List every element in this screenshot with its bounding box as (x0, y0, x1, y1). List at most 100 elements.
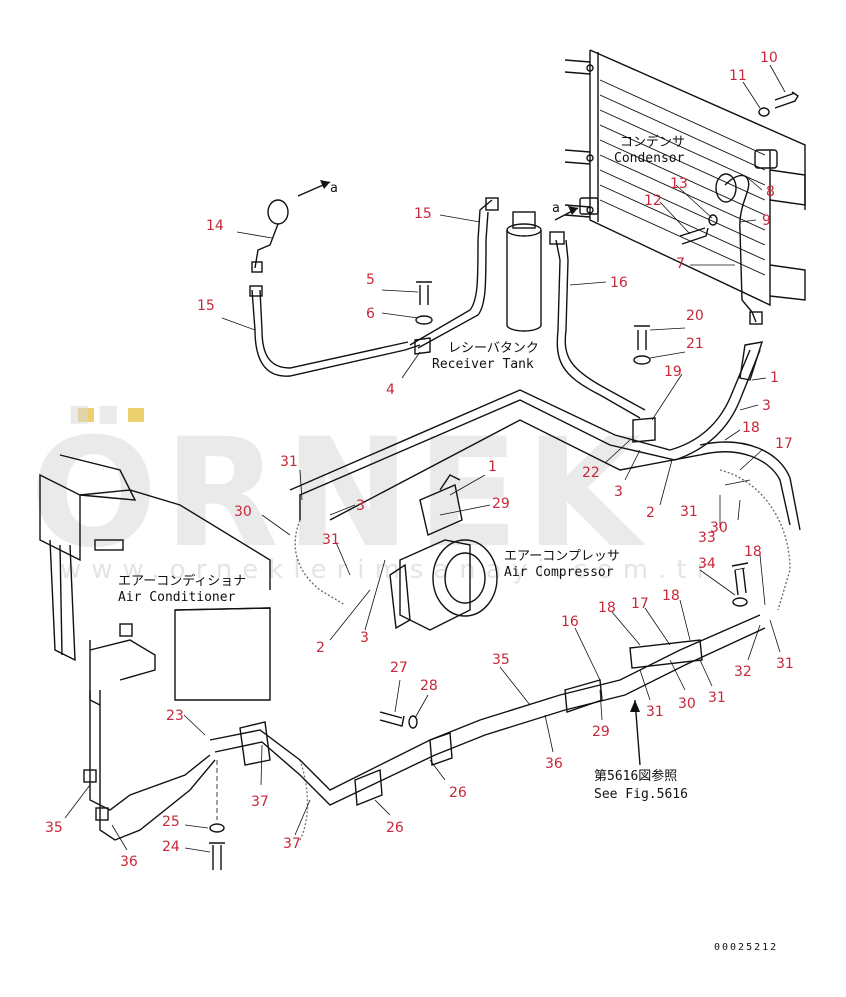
callout-25[interactable]: 25 (162, 814, 180, 830)
callout-19[interactable]: 19 (664, 364, 682, 380)
callout-2-left[interactable]: 2 (316, 640, 325, 656)
hose-36 (214, 627, 766, 806)
callout-1-mid[interactable]: 1 (488, 459, 497, 475)
callout-23[interactable]: 23 (166, 708, 184, 724)
hose-36-left (99, 690, 216, 841)
callout-36-left[interactable]: 36 (120, 854, 138, 870)
callout-24[interactable]: 24 (162, 839, 180, 855)
callout-29-top[interactable]: 29 (492, 496, 510, 512)
bracket-19 (632, 417, 656, 443)
washer-13 (708, 214, 718, 226)
callout-35-mid[interactable]: 35 (492, 652, 510, 668)
callout-18-mid[interactable]: 18 (598, 600, 616, 616)
callout-30-left[interactable]: 30 (234, 504, 252, 520)
hose-16-top (555, 239, 641, 419)
callout-14[interactable]: 14 (206, 218, 224, 234)
hose-2 (329, 419, 791, 526)
callout-28[interactable]: 28 (420, 678, 438, 694)
callout-30-bottom[interactable]: 30 (678, 696, 696, 712)
callout-26-bottom[interactable]: 26 (386, 820, 404, 836)
receiver-tank (506, 211, 542, 332)
compressor-jp: エアーコンプレッサ (504, 549, 620, 564)
view-a-top: a (330, 181, 338, 196)
callout-31-bottom-right[interactable]: 31 (708, 690, 726, 706)
callout-3-lower[interactable]: 3 (360, 630, 369, 646)
view-a-condenser: a (552, 201, 560, 216)
see-fig-en: See Fig.5616 (594, 787, 688, 802)
callout-21[interactable]: 21 (686, 336, 704, 352)
watermark-accent-left (78, 408, 94, 422)
callout-36-mid[interactable]: 36 (545, 756, 563, 772)
compressor-en: Air Compressor (504, 565, 614, 580)
callout-33[interactable]: 33 (698, 530, 716, 546)
callout-8[interactable]: 8 (766, 184, 775, 200)
callout-13[interactable]: 13 (670, 176, 688, 192)
callout-1-right[interactable]: 1 (770, 370, 779, 386)
callout-20[interactable]: 20 (686, 308, 704, 324)
washer-11 (758, 107, 770, 117)
callout-31-far-right[interactable]: 31 (776, 656, 794, 672)
condenser (564, 49, 806, 307)
hose-15-right (409, 199, 493, 346)
hose-15-left (251, 289, 421, 377)
callout-29-bottom[interactable]: 29 (592, 724, 610, 740)
fitting-14 (267, 199, 289, 225)
conditioner-en: Air Conditioner (118, 590, 236, 605)
callout-31-midright[interactable]: 31 (680, 504, 698, 520)
bolt-12 (679, 227, 709, 245)
callout-5[interactable]: 5 (366, 272, 375, 288)
receiver-jp: レシーバタンク (448, 341, 539, 356)
watermark-url: www.orneklerimsanayi.com.tr (60, 555, 717, 585)
callout-17-right[interactable]: 17 (775, 436, 793, 452)
callout-17-bottom[interactable]: 17 (631, 596, 649, 612)
condenser-en: Condensor (614, 151, 685, 166)
callout-27[interactable]: 27 (390, 660, 408, 676)
callout-6[interactable]: 6 (366, 306, 375, 322)
callout-35-left[interactable]: 35 (45, 820, 63, 836)
callouts: 10 11 13 12 8 9 7 14 15 15 16 5 6 4 20 2… (45, 50, 794, 870)
conditioner-jp: エアーコンディショナ (118, 573, 246, 589)
callout-12[interactable]: 12 (644, 193, 662, 209)
callout-9[interactable]: 9 (762, 213, 771, 229)
callout-3-upperleft[interactable]: 3 (356, 498, 365, 514)
callout-32[interactable]: 32 (734, 664, 752, 680)
bolt-10 (774, 91, 799, 109)
callout-31-mid[interactable]: 31 (322, 532, 340, 548)
hose-35-left (89, 690, 211, 811)
callout-3-right[interactable]: 3 (762, 398, 771, 414)
callout-30-right[interactable]: 30 (710, 520, 728, 536)
see-fig-jp: 第5616図参照 (594, 768, 677, 784)
callout-11[interactable]: 11 (729, 68, 747, 84)
clamp-26b (429, 732, 453, 766)
hose-35 (209, 614, 761, 791)
callout-3-mid[interactable]: 3 (614, 484, 623, 500)
watermark-accent-right (128, 408, 144, 422)
receiver-en: Receiver Tank (432, 357, 534, 372)
callout-34[interactable]: 34 (698, 556, 716, 572)
callout-4[interactable]: 4 (386, 382, 395, 398)
callout-16-bottom[interactable]: 16 (561, 614, 579, 630)
callout-2-mid[interactable]: 2 (646, 505, 655, 521)
callout-7[interactable]: 7 (676, 256, 685, 272)
callout-16-top[interactable]: 16 (610, 275, 628, 291)
callout-37-bottom[interactable]: 37 (283, 836, 301, 852)
document-code: 00025212 (714, 942, 778, 953)
callout-26-right[interactable]: 26 (449, 785, 467, 801)
leader-lines (64, 64, 786, 853)
callout-31-left[interactable]: 31 (280, 454, 298, 470)
hose-1 (299, 349, 761, 520)
callout-18-right[interactable]: 18 (744, 544, 762, 560)
callout-31-bottom[interactable]: 31 (646, 704, 664, 720)
condenser-jp: コンデンサ (620, 134, 685, 150)
callout-15-left[interactable]: 15 (197, 298, 215, 314)
hose-9 (724, 174, 757, 323)
air-compressor (389, 474, 498, 631)
callout-10[interactable]: 10 (760, 50, 778, 66)
callout-15-top[interactable]: 15 (414, 206, 432, 222)
callout-18-top[interactable]: 18 (742, 420, 760, 436)
callout-18-bottom[interactable]: 18 (662, 588, 680, 604)
callout-37-left[interactable]: 37 (251, 794, 269, 810)
callout-22[interactable]: 22 (582, 465, 600, 481)
